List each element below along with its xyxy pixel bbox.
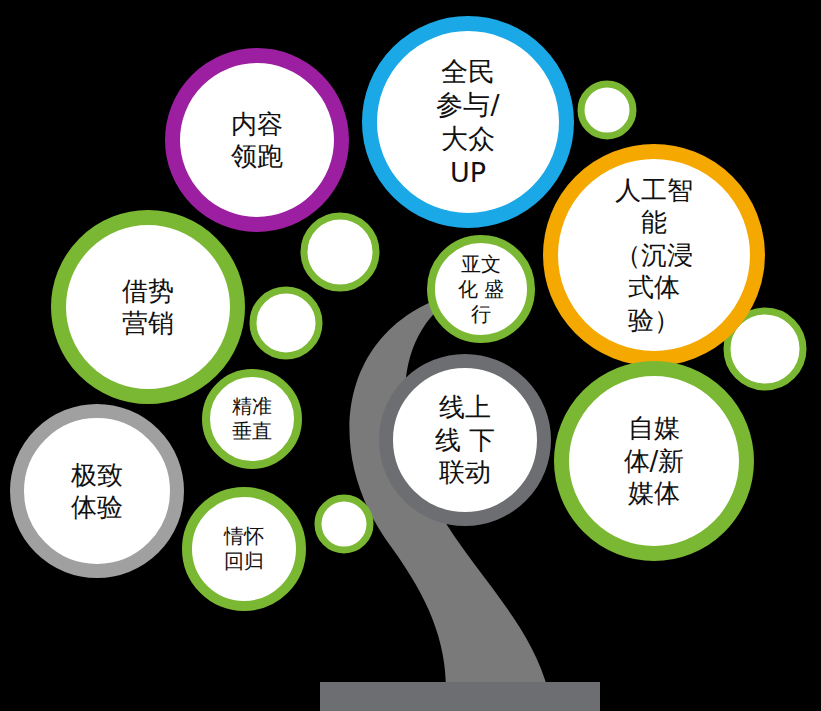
topic-circle: 全民参与/ 大众UP bbox=[362, 16, 574, 228]
topic-label: 线上线 下联动 bbox=[434, 391, 496, 489]
topic-circle: 情怀回归 bbox=[182, 487, 306, 611]
topic-circle: 亚文化 盛行 bbox=[427, 235, 535, 343]
topic-label: 精准 垂直 bbox=[227, 394, 277, 444]
topic-label: 自媒体/新 媒体 bbox=[623, 412, 685, 510]
topic-label: 极致体验 bbox=[69, 459, 126, 524]
circle-outline bbox=[165, 48, 349, 232]
circle-outline bbox=[10, 404, 184, 578]
tree-base bbox=[320, 682, 600, 711]
topic-circle: 自媒体/新 媒体 bbox=[554, 361, 754, 561]
topic-label: 亚文化 盛行 bbox=[453, 252, 510, 327]
topic-label: 内容领跑 bbox=[229, 108, 286, 173]
topic-circle: 借势营销 bbox=[51, 210, 245, 404]
topic-label: 情怀回归 bbox=[215, 524, 274, 574]
topic-circle: 内容领跑 bbox=[165, 48, 349, 232]
circle-outline bbox=[362, 16, 574, 228]
topic-circle: 精准 垂直 bbox=[202, 369, 302, 469]
topic-label: 全民参与/ 大众UP bbox=[432, 55, 504, 190]
circle-outline bbox=[51, 210, 245, 404]
tree-trunk bbox=[349, 292, 548, 690]
topic-label: 借势营销 bbox=[118, 275, 178, 340]
topic-label: 人工智能 （沉浸式体验） bbox=[615, 174, 693, 337]
topic-circle: 人工智能 （沉浸式体验） bbox=[543, 144, 765, 366]
topic-circle: 线上线 下联动 bbox=[379, 354, 551, 526]
topic-circle: 极致体验 bbox=[10, 404, 184, 578]
